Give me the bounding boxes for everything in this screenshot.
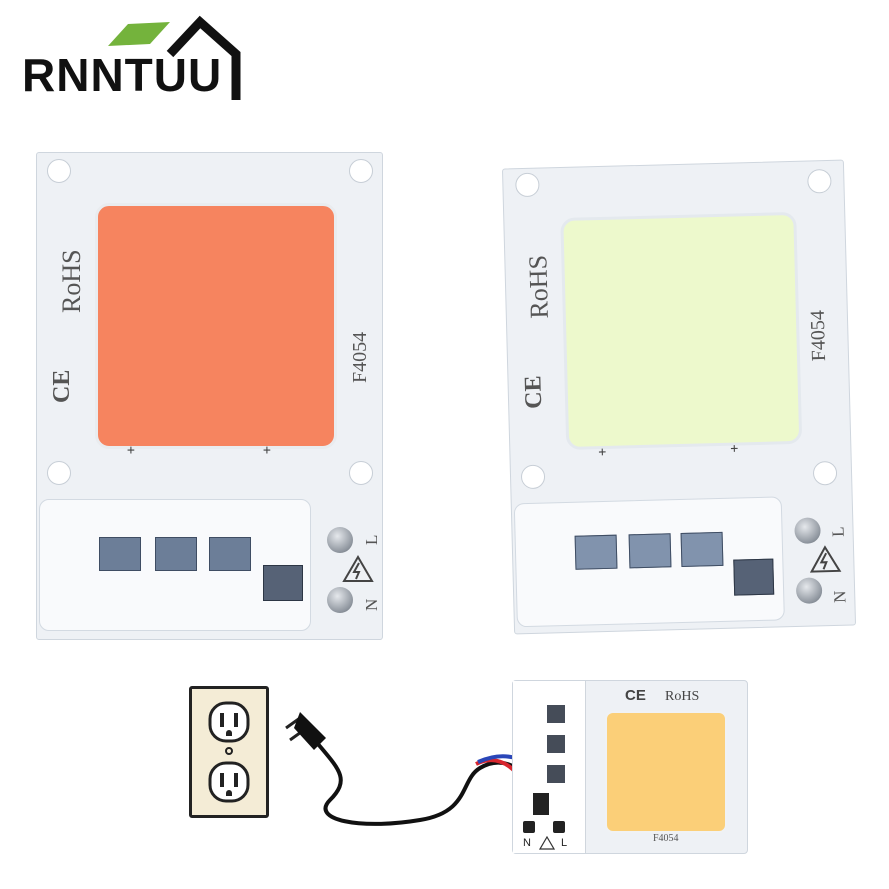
driver-chip	[209, 537, 251, 571]
led-board-white: RoHS F4054 CE + + L N	[501, 159, 857, 635]
led-board-diagram: N L CE RoHS F4054	[512, 680, 748, 854]
driver-chip	[547, 735, 565, 753]
terminal-n-label: N	[362, 598, 381, 611]
terminal-screw	[795, 577, 823, 604]
driver-chip	[547, 765, 565, 783]
brand-name: RNNTUU	[22, 49, 223, 101]
mount-hole	[520, 464, 546, 490]
cob-led-panel	[605, 711, 727, 833]
cob-led-panel	[560, 211, 803, 450]
terminal-screw	[523, 821, 535, 833]
driver-ic	[533, 793, 549, 815]
plus-mark: +	[127, 443, 135, 458]
terminal-screw	[553, 821, 565, 833]
ce-mark: CE	[625, 687, 646, 704]
led-board-red: RoHS F4054 CE + + L N	[36, 152, 383, 640]
driver-chip	[628, 533, 672, 569]
rohs-mark: RoHS	[523, 254, 554, 320]
wall-outlet	[189, 686, 269, 818]
rohs-mark: RoHS	[665, 689, 700, 704]
warning-triangle-icon	[809, 545, 842, 573]
warning-triangle-icon	[539, 836, 555, 850]
driver-ic	[733, 558, 775, 596]
terminal-l-label: L	[362, 534, 381, 545]
mount-hole	[47, 461, 71, 485]
outlet-socket-icon	[208, 701, 250, 803]
terminal-screw	[327, 587, 353, 613]
driver-ic	[263, 565, 303, 601]
mount-hole	[807, 168, 832, 194]
terminal-screw	[327, 527, 353, 553]
mount-hole	[47, 159, 71, 183]
warning-triangle-icon	[342, 555, 374, 582]
house-leaf-icon	[108, 15, 241, 100]
driver-chip	[155, 537, 197, 571]
mount-hole	[812, 460, 838, 486]
plus-mark: +	[730, 441, 739, 457]
ce-mark: CE	[520, 375, 548, 410]
mount-hole	[349, 461, 373, 485]
model-label: F4054	[806, 309, 831, 362]
plus-mark: +	[263, 443, 271, 458]
brand-logo	[20, 14, 250, 104]
terminal-l-label: L	[561, 837, 568, 849]
driver-chip	[547, 705, 565, 723]
terminal-n-label: N	[523, 837, 531, 849]
terminal-n-label: N	[830, 590, 850, 604]
model-label: F4054	[349, 331, 371, 383]
driver-chip	[574, 534, 618, 570]
ce-mark: CE	[49, 369, 75, 403]
driver-chip	[680, 531, 724, 567]
terminal-l-label: L	[828, 526, 848, 538]
driver-chip	[99, 537, 141, 571]
mount-hole	[349, 159, 373, 183]
rohs-mark: RoHS	[57, 249, 86, 313]
terminal-screw	[794, 517, 821, 545]
mount-hole	[515, 172, 540, 198]
model-label: F4054	[653, 833, 679, 844]
plus-mark: +	[598, 444, 607, 461]
cob-led-panel	[95, 203, 337, 449]
